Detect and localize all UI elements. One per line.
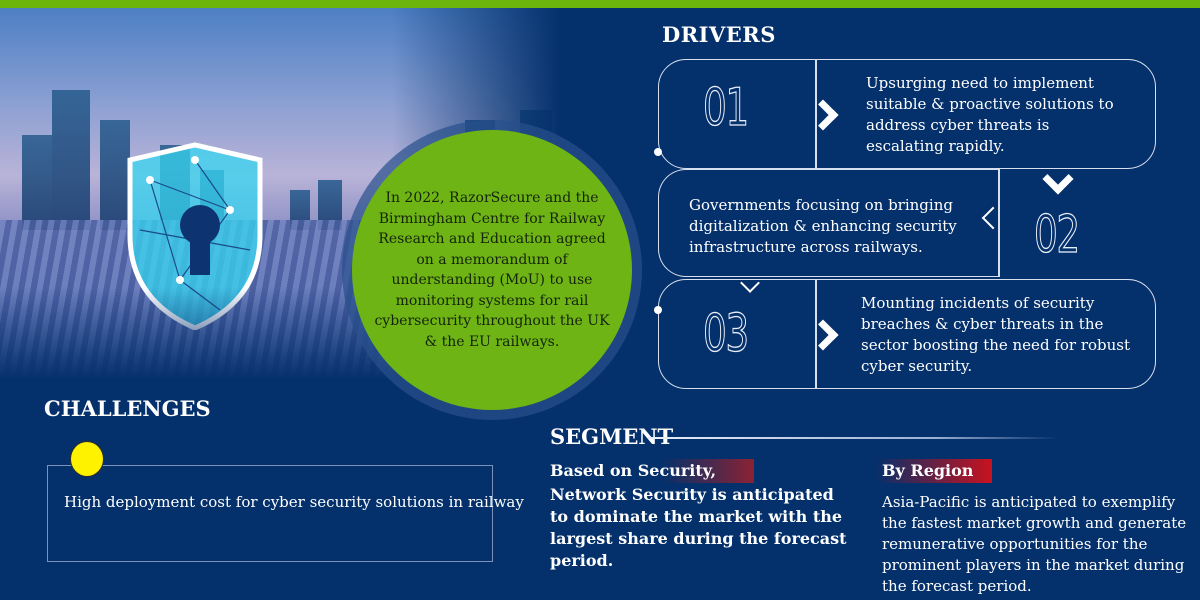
segment-title: SEGMENT — [550, 424, 674, 449]
driver-text-01: Upsurging need to implement suitable & p… — [866, 74, 1114, 155]
driver-text-02: Governments focusing on bringing digital… — [689, 196, 957, 256]
driver-card-01 — [658, 59, 1156, 169]
driver-number-01: 01 — [703, 77, 750, 138]
driver-card-02 — [658, 169, 998, 277]
shield-keyhole-icon — [127, 142, 263, 330]
divider — [815, 279, 817, 389]
news-callout-circle: In 2022, RazorSecure and the Birmingham … — [352, 130, 632, 410]
building — [160, 145, 190, 230]
bullet-dot-icon — [70, 441, 104, 477]
segment-region-text: Asia-Pacific is anticipated to exemplify… — [882, 493, 1187, 595]
segment-region-heading: By Region — [862, 459, 992, 483]
driver-number-03: 03 — [703, 303, 750, 364]
driver-text-03: Mounting incidents of security breaches … — [861, 294, 1131, 375]
divider — [815, 59, 817, 169]
divider — [998, 169, 1000, 277]
connector-dot — [654, 148, 662, 156]
building — [318, 180, 342, 230]
driver-card-03 — [658, 279, 1156, 389]
building — [22, 135, 52, 230]
challenges-title: CHALLENGES — [44, 396, 211, 421]
drivers-title: DRIVERS — [662, 22, 776, 47]
segment-title-rule — [648, 437, 1058, 439]
segment-security-text: Network Security is anticipated to domin… — [550, 485, 847, 570]
segment-security-heading: Based on Security, — [550, 459, 754, 483]
building — [52, 90, 90, 230]
challenge-card — [47, 465, 493, 562]
building — [100, 120, 130, 230]
news-callout-text: In 2022, RazorSecure and the Birmingham … — [374, 190, 610, 350]
building — [290, 190, 310, 230]
connector-dot — [654, 306, 662, 314]
building — [200, 170, 224, 230]
top-accent-bar — [0, 0, 1200, 8]
challenge-text: High deployment cost for cyber security … — [64, 493, 524, 511]
driver-number-02: 02 — [1034, 204, 1081, 265]
